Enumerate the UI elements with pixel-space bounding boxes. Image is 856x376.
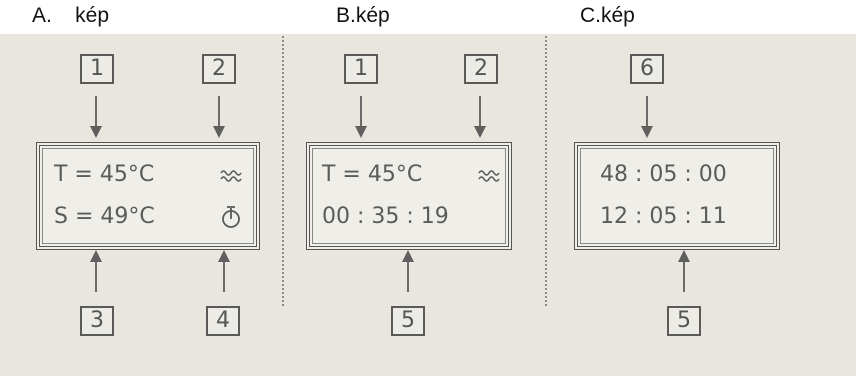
wave-heater-icon [478,170,500,182]
display-c-line-1: 48 : 05 : 00 [600,162,727,187]
display-b-line-1: T = 45°C [322,162,423,187]
callout-c-5: 5 [667,306,701,336]
caption-a: A. kép [32,4,110,27]
caption-b: B.kép [336,4,390,27]
display-a: T = 45°C S = 49°C [36,142,260,250]
display-b: T = 45°C 00 : 35 : 19 [306,142,512,250]
display-a-line-1: T = 45°C [54,162,155,187]
callout-b-2: 2 [464,54,498,84]
callout-a-1: 1 [80,54,114,84]
callout-b-1: 1 [344,54,378,84]
wave-heater-icon [220,170,242,182]
callout-b-5: 5 [391,306,425,336]
display-b-line-2: 00 : 35 : 19 [322,204,449,229]
caption-c: C.kép [580,4,635,27]
callout-a-3: 3 [80,306,114,336]
display-c-line-2: 12 : 05 : 11 [600,204,727,229]
callout-c-6: 6 [630,54,664,84]
clock-icon [222,206,240,228]
divider-ab [282,36,284,306]
divider-bc [545,36,547,306]
callout-a-4: 4 [206,306,240,336]
display-c: 48 : 05 : 00 12 : 05 : 11 [574,142,780,250]
display-a-line-2: S = 49°C [54,204,155,229]
callout-a-2: 2 [202,54,236,84]
